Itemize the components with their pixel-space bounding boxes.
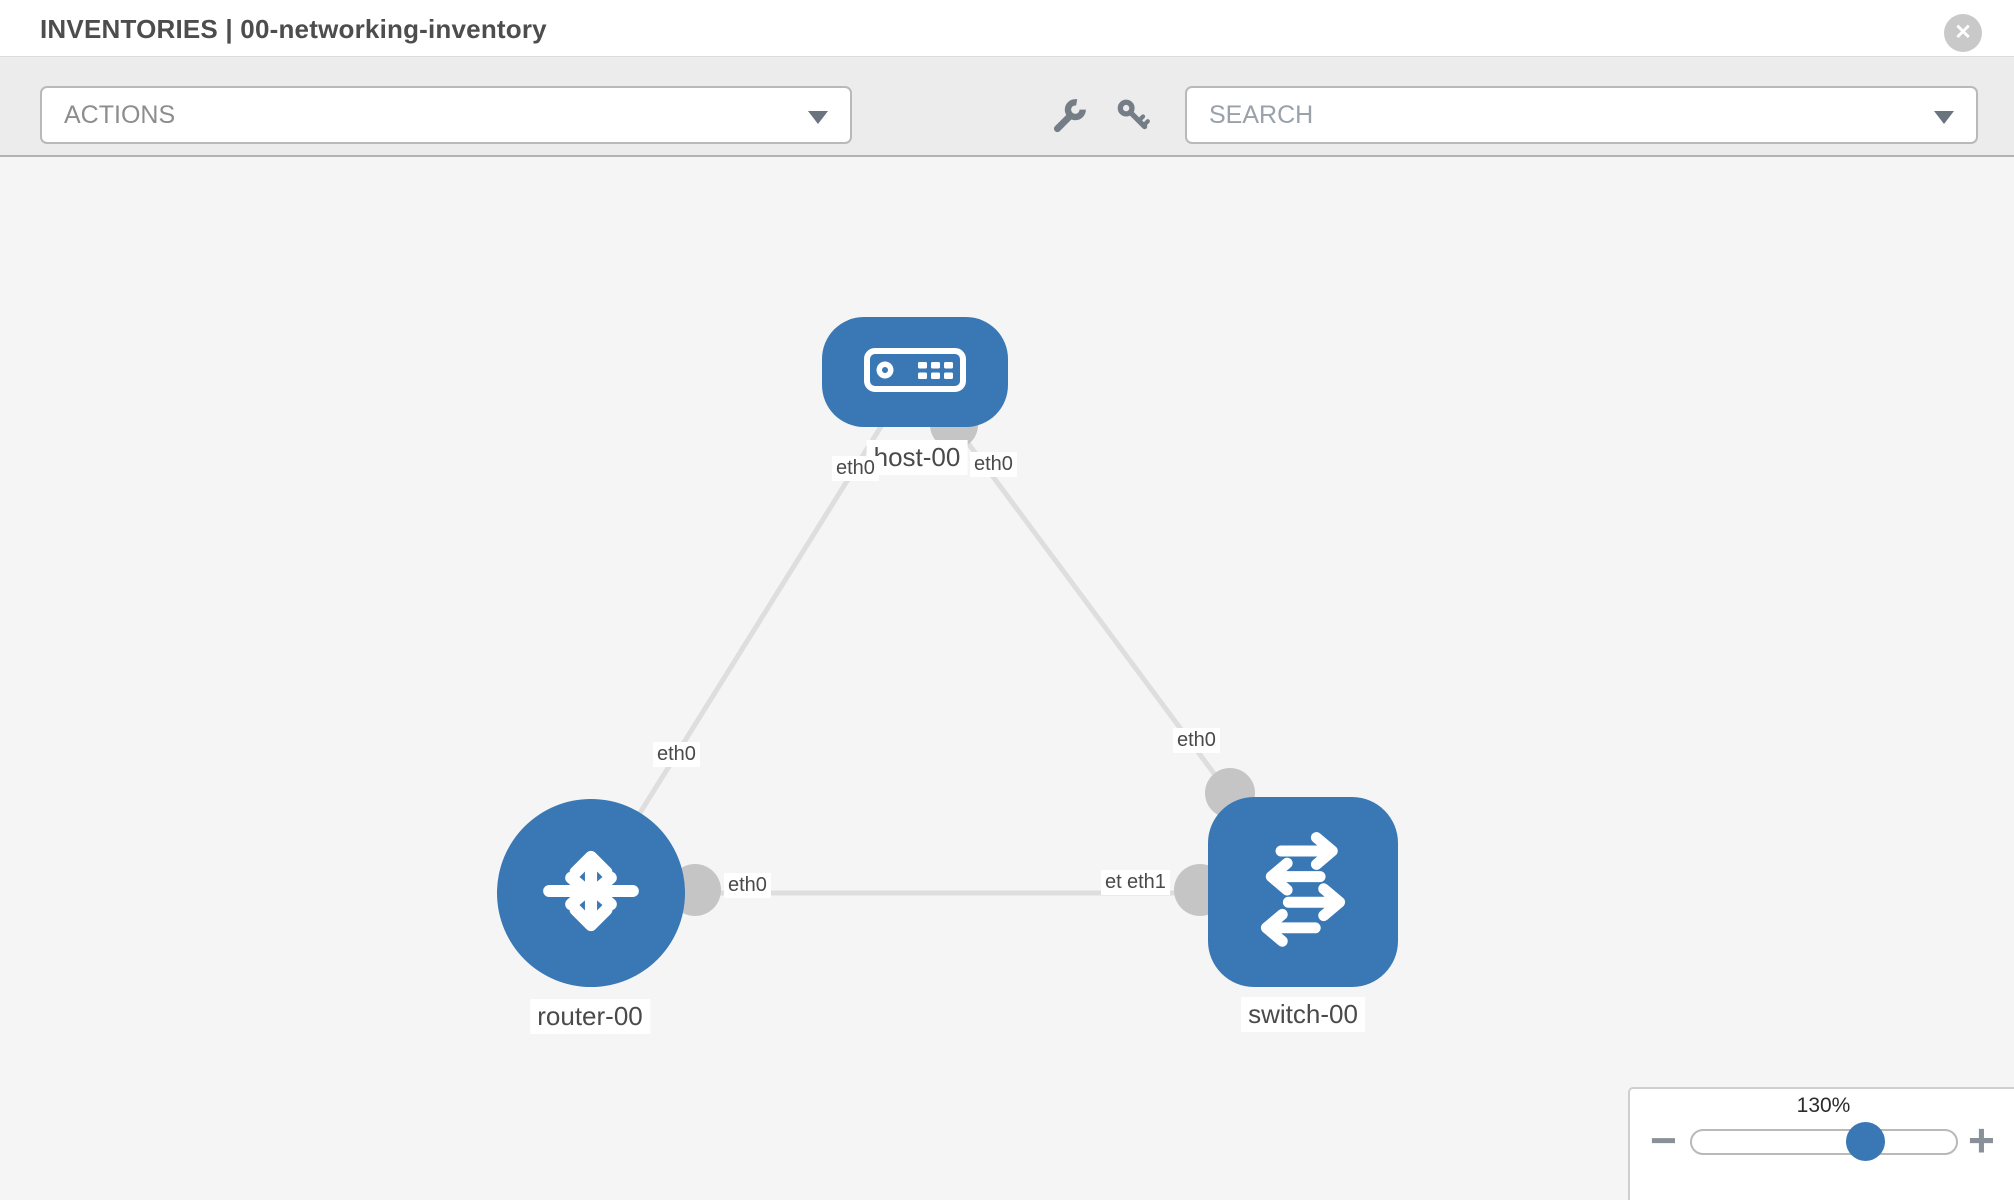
iface-label-switch-router-front: eth1 bbox=[1123, 870, 1170, 895]
zoom-control-panel: 130% − + bbox=[1628, 1087, 2014, 1200]
page-title: INVENTORIES | 00-networking-inventory bbox=[40, 14, 547, 44]
iface-label-host-switch: eth0 bbox=[970, 452, 1017, 477]
close-icon[interactable]: ✕ bbox=[1944, 14, 1982, 52]
iface-label-switch-router-group: eth0 eth1 bbox=[1101, 870, 1191, 900]
router-arrows-icon bbox=[536, 836, 646, 951]
zoom-slider-handle[interactable] bbox=[1846, 1122, 1885, 1161]
iface-label-switch-host: eth0 bbox=[1173, 728, 1220, 753]
iface-label-router-switch: eth0 bbox=[724, 873, 771, 898]
key-icon[interactable] bbox=[1114, 97, 1152, 140]
chevron-down-icon bbox=[808, 111, 828, 124]
iface-label-router-host: eth0 bbox=[653, 742, 700, 767]
server-icon bbox=[863, 347, 967, 398]
node-label-switch: switch-00 bbox=[1241, 997, 1365, 1032]
node-label-router: router-00 bbox=[530, 999, 650, 1034]
wrench-icon[interactable] bbox=[1050, 97, 1088, 140]
node-label-host: host-00 bbox=[866, 440, 968, 475]
switch-arrows-icon bbox=[1242, 829, 1364, 956]
zoom-slider-track[interactable] bbox=[1690, 1129, 1958, 1155]
chevron-down-icon bbox=[1934, 111, 1954, 124]
node-host-00[interactable] bbox=[822, 317, 1008, 427]
topology-links bbox=[587, 370, 1306, 916]
zoom-level: 130% bbox=[1796, 1094, 1851, 1117]
page-header: INVENTORIES | 00-networking-inventory ✕ bbox=[0, 0, 2014, 57]
iface-label-host-router: eth0 bbox=[832, 456, 879, 481]
actions-dropdown-label: ACTIONS bbox=[64, 100, 176, 129]
topology-canvas[interactable]: host-00 router-00 switch-00 eth0 eth0 et… bbox=[0, 157, 2014, 1200]
toolbar: ACTIONS SEARCH bbox=[0, 57, 2014, 157]
node-router-00[interactable] bbox=[497, 799, 685, 987]
actions-dropdown[interactable]: ACTIONS bbox=[40, 86, 852, 144]
search-placeholder: SEARCH bbox=[1209, 100, 1314, 129]
node-switch-00[interactable] bbox=[1208, 797, 1398, 987]
zoom-in-button[interactable]: + bbox=[1968, 1114, 1995, 1166]
zoom-out-button[interactable]: − bbox=[1650, 1114, 1677, 1166]
search-input[interactable]: SEARCH bbox=[1185, 86, 1978, 144]
